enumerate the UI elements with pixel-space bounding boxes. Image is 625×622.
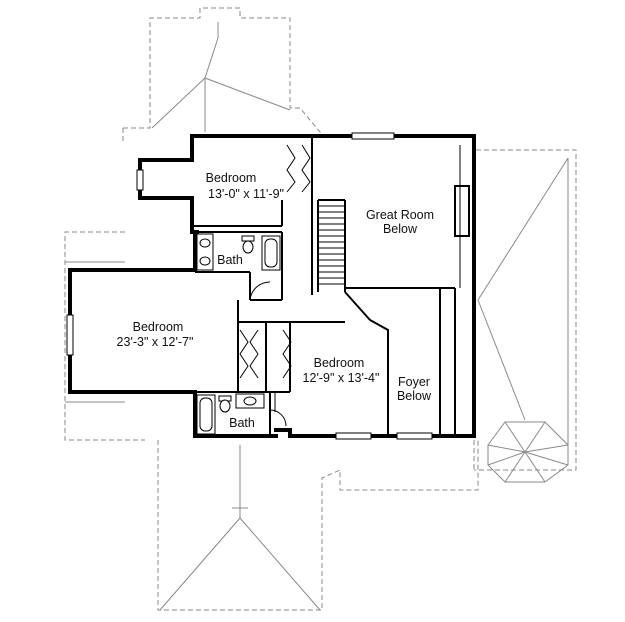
foyer-label-line2: Below — [397, 389, 432, 403]
bath-fixtures — [196, 233, 281, 435]
foyer-label-line1: Foyer — [398, 375, 430, 389]
room-labels: Bedroom 13'-0" x 11'-9" Bath Great Room … — [117, 171, 434, 430]
bedroom-top-name: Bedroom — [206, 171, 257, 185]
staircase — [318, 205, 345, 285]
great-room-label-line1: Great Room — [366, 208, 434, 222]
windows — [66, 132, 433, 440]
roof-ridges — [65, 22, 569, 611]
interior-walls — [192, 136, 470, 436]
great-room-label-line2: Below — [383, 222, 418, 236]
bedroom-left-name: Bedroom — [133, 320, 184, 334]
bath-lower-label: Bath — [229, 416, 255, 430]
roof-outline — [64, 7, 577, 611]
bedroom-center-name: Bedroom — [314, 356, 365, 370]
bath-upper-label: Bath — [217, 253, 243, 267]
bedroom-left-size: 23'-3" x 12'-7" — [117, 335, 194, 349]
bedroom-center-size: 12'-9" x 13'-4" — [303, 371, 380, 385]
bedroom-top-size: 13'-0" x 11'-9" — [208, 187, 284, 201]
doors — [239, 144, 311, 427]
